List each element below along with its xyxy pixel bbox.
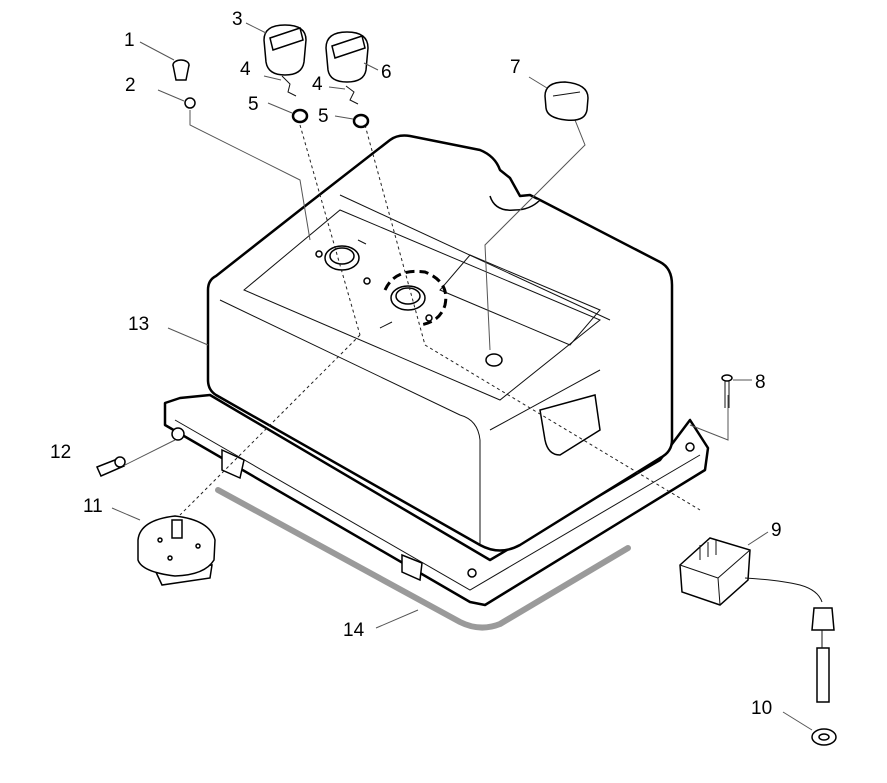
callout-2: 2 [125,75,136,96]
thermostat [137,515,216,586]
screw-rear [721,374,733,408]
indicator-hole-2 [425,314,433,322]
o-ring-right [352,113,370,129]
knob-left [263,24,307,76]
probe-washer-hole [818,733,830,741]
leader-10 [782,711,813,731]
knob-boss-right-inner [395,287,421,305]
leader-4a [263,75,282,81]
assembly-line-screw [189,110,311,241]
leader-13 [167,327,209,346]
assembly-line-knob-right [364,124,426,346]
leader-5b [334,115,354,120]
base-hole-right [685,442,695,452]
callout-6: 6 [381,62,392,83]
base-tab-left [221,448,245,480]
housing-top-panel [243,209,601,401]
callout-14: 14 [343,620,365,641]
housing-notch [489,195,541,211]
callout-11: 11 [83,496,103,517]
callout-7: 7 [510,57,521,78]
assembly-line-cap [484,119,586,351]
indicator-symbol [357,239,393,329]
cap [544,81,589,122]
leader-14 [375,609,419,629]
base-hole-front [467,568,477,578]
knob-boss-left-inner [329,247,355,265]
base-tab-front [401,553,423,582]
leader-6 [363,62,379,71]
callout-13: 13 [128,314,149,335]
callout-4-left: 4 [240,59,251,80]
assembly-line-thermostat [179,334,361,516]
assembly-line-knob-left [299,124,361,336]
callout-12: 12 [50,442,71,463]
assembly-line-rear-screw [689,395,729,441]
screw-hole-top [315,250,323,258]
base-plate-inner [174,419,701,591]
clip-left [281,75,297,97]
knob-right [325,31,369,83]
probe [811,607,835,703]
callout-9: 9 [771,520,782,541]
housing-front-corner [219,299,481,545]
leader-1 [139,41,175,61]
bolt [95,456,126,477]
cap-hole [485,353,503,367]
callout-1: 1 [124,30,135,51]
indicator-hole [363,277,371,285]
gasket [215,487,631,631]
callout-5-left: 5 [248,94,259,115]
callout-5-right: 5 [318,106,329,127]
housing-slot [439,254,601,346]
washer [184,97,196,109]
leader-9 [747,531,769,546]
leader-3 [245,22,267,34]
assembly-line-bolt [124,439,176,466]
o-ring-left [291,108,309,124]
leader-11 [111,507,141,521]
leader-5a [267,102,293,114]
callout-10: 10 [751,698,772,719]
leader-7 [528,76,548,89]
leader-4b [328,86,346,90]
clip-right [345,85,359,105]
housing-window [539,394,601,456]
screw [172,59,190,81]
sensor-unit [679,537,823,606]
knob-scale-arc [383,269,448,327]
callout-8: 8 [755,372,766,393]
base-hole-left [171,427,185,441]
callout-3: 3 [232,9,243,30]
leader-2 [157,89,185,102]
housing-front-right [489,369,601,431]
callout-4-right: 4 [312,74,323,95]
